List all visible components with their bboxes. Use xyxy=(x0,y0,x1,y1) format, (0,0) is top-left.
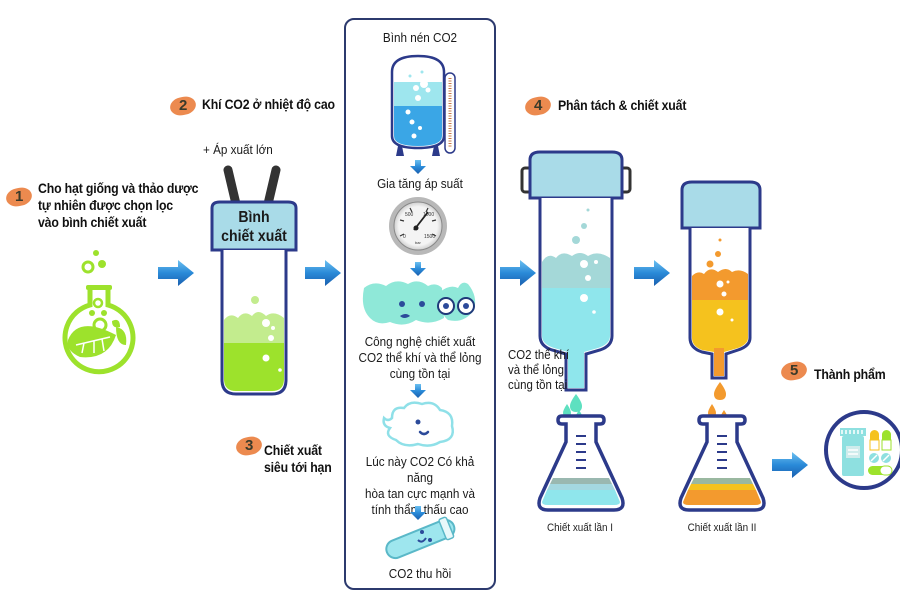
test-tube-icon xyxy=(385,516,456,560)
co2-recovery-label: CO2 thu hồi xyxy=(388,566,452,581)
flask-2-caption: Chiết xuất lần II xyxy=(687,522,757,534)
separator-note-line: và thể lỏng xyxy=(508,362,564,377)
arrow-down-icon xyxy=(410,384,426,398)
erlenmeyer-flask-2 xyxy=(678,414,766,512)
arrow-right-icon xyxy=(634,260,670,286)
separator-note-line: CO2 thể khí xyxy=(508,347,570,362)
erlenmeyer-flask-1 xyxy=(537,414,625,512)
tech-label-line: Công nghệ chiết xuất xyxy=(364,334,476,349)
gauge-tick: 0 xyxy=(403,234,406,240)
finished-product-icon xyxy=(824,410,900,490)
arrow-right-icon xyxy=(772,452,808,478)
flask-1-caption: Chiết xuất lần I xyxy=(546,522,614,534)
high-pressure-note: + Áp xuất lớn xyxy=(203,142,273,157)
co2-tank-label: Bình nén CO2 xyxy=(382,30,458,45)
gauge-unit: bar xyxy=(415,240,421,245)
gauge-tick: 1000 xyxy=(423,212,434,218)
step-1-line: Cho hạt giống và thảo dược xyxy=(38,180,199,196)
herb-flask-icon xyxy=(62,250,136,375)
step-3-line: Chiết xuất xyxy=(264,442,322,458)
vessel-label-line: Bình xyxy=(238,209,270,226)
step-badge-2: 2 xyxy=(168,94,198,118)
step-1-line: tự nhiên được chọn lọc xyxy=(38,197,173,213)
tech-label-line: cùng tồn tại xyxy=(389,366,451,381)
step-3-line: siêu tới hạn xyxy=(264,459,332,475)
arrow-right-icon xyxy=(158,260,194,286)
dissolve-label-line: Lúc này CO2 Có khả năng xyxy=(365,454,475,485)
arrow-right-icon xyxy=(305,260,341,286)
co2-cloud-character-icon xyxy=(362,281,476,325)
step-1-line: vào bình chiết xuất xyxy=(38,214,147,230)
arrow-right-icon xyxy=(500,260,536,286)
dissolve-label-line: hòa tan cực mạnh và xyxy=(365,486,475,501)
separator-vessel-2 xyxy=(680,180,762,400)
supercritical-process-panel xyxy=(344,18,496,590)
vessel-label: Bình chiết xuất xyxy=(218,208,290,246)
vessel-label-line: chiết xuất xyxy=(221,228,287,245)
arrow-down-icon xyxy=(410,160,426,174)
co2-tank-icon xyxy=(390,54,446,156)
separator-note-line: cùng tồn tại xyxy=(508,377,568,392)
gauge-tick: 500 xyxy=(405,212,414,218)
step-badge-4: 4 xyxy=(523,94,553,118)
gauge-tick: 1500 xyxy=(424,234,435,240)
pressure-label: Gia tăng áp suất xyxy=(377,176,463,191)
step-4-line: Phân tách & chiết xuất xyxy=(558,97,687,113)
step-5-title: Thành phẩm xyxy=(814,366,886,383)
arrow-down-icon xyxy=(410,262,426,276)
step-5-line: Thành phẩm xyxy=(814,366,886,382)
smiling-cloud-icon xyxy=(382,401,454,447)
thermometer-icon xyxy=(444,72,456,154)
arrow-down-icon xyxy=(410,506,426,520)
step-4-title: Phân tách & chiết xuất xyxy=(558,97,686,114)
step-2-title: Khí CO2 ở nhiệt độ cao xyxy=(202,96,335,113)
tech-label: Công nghệ chiết xuất CO2 thể khí và thể … xyxy=(353,334,486,382)
step-badge-1: 1 xyxy=(4,185,34,209)
tech-label-line: CO2 thể khí và thể lỏng xyxy=(358,350,482,365)
step-badge-5: 5 xyxy=(779,359,809,383)
step-1-title: Cho hạt giống và thảo dược tự nhiên được… xyxy=(38,180,198,231)
extraction-vessel xyxy=(210,165,298,396)
step-2-line: Khí CO2 ở nhiệt độ cao xyxy=(202,96,335,112)
pressure-gauge-icon: 500 1000 0 1500 bar xyxy=(389,197,447,255)
step-3-title: Chiết xuất siêu tới hạn xyxy=(264,442,332,476)
step-badge-3: 3 xyxy=(234,434,264,458)
separator-note: CO2 thể khí và thể lỏng cùng tồn tại xyxy=(508,347,569,392)
separator-vessel-1 xyxy=(520,150,632,412)
